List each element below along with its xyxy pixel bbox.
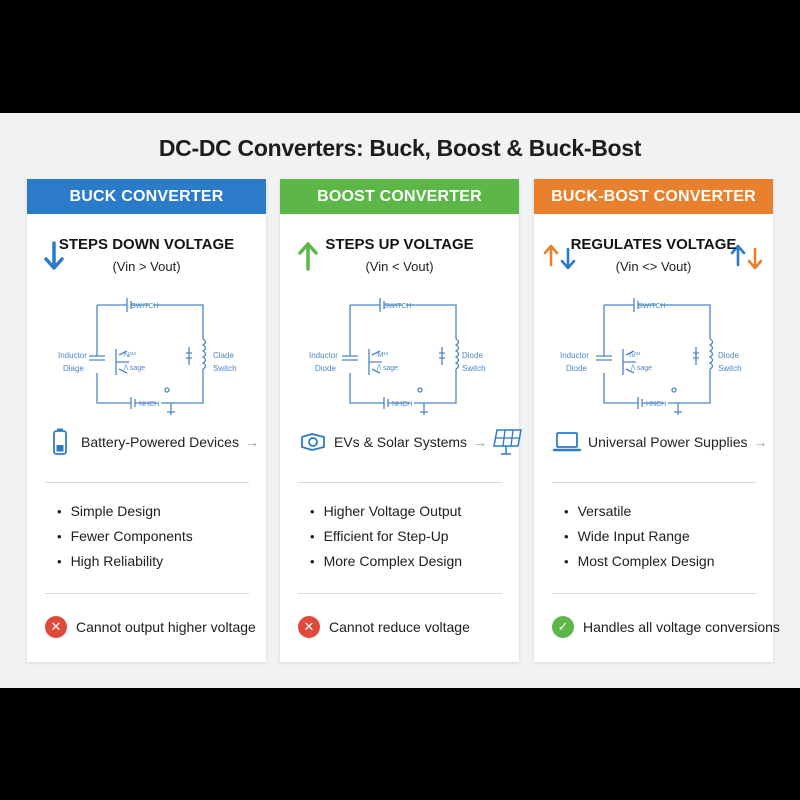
capacitor-label: Clade [213, 351, 234, 360]
switch-label: SWITCH [638, 303, 666, 310]
switch-label: SWITCH [131, 303, 159, 310]
card-headline: STEPS UP VOLTAGE [325, 236, 474, 253]
divider [45, 593, 249, 594]
diode-label: Diode [566, 364, 587, 373]
application-label: Universal Power Supplies [588, 434, 748, 450]
feature-item: Efficient for Step-Up [310, 524, 462, 549]
feature-item: High Reliability [57, 549, 193, 574]
battery-icon [53, 428, 67, 455]
inductor-label: Inductor [560, 351, 589, 360]
switch-label: Switch [462, 364, 486, 373]
voltage-relation: (Vin <> Vout) [615, 259, 692, 274]
switch-label: SWITCH [384, 303, 412, 310]
laptop-icon [552, 432, 582, 452]
card-headline: STEPS DOWN VOLTAGE [58, 236, 235, 253]
application-label: EVs & Solar Systems [334, 434, 468, 450]
divider [552, 482, 756, 483]
check-circle-icon: ✓ [552, 616, 574, 638]
transistor-label: HNCH [646, 401, 666, 408]
application-label: Battery-Powered Devices [81, 434, 239, 450]
voltage-relation: (Vin < Vout) [365, 259, 434, 274]
verdict-row: ✓ Handles all voltage conversions [552, 616, 780, 638]
circuit-diagram: SWITCH Inductor Diage N/³³ /\ sage Clade… [58, 298, 237, 415]
switch-label: Switch [718, 364, 742, 373]
verdict-row: ✕ Cannot reduce voltage [298, 616, 470, 638]
arrows-up-down-icon [543, 244, 576, 270]
feature-list: Simple Design Fewer Components High Reli… [57, 499, 193, 574]
divider [298, 482, 502, 483]
card-headline: REGULATES VOLTAGE [570, 236, 737, 253]
transistor-label: NHCH [392, 401, 412, 408]
voltage-relation: (Vin > Vout) [112, 259, 181, 274]
application-row: Universal Power Supplies → [552, 427, 768, 457]
arrow-down-icon [44, 241, 64, 270]
diode-label: Diode [718, 351, 739, 360]
divider [45, 482, 249, 483]
component-label: /\ sage [631, 365, 652, 372]
x-circle-icon: ✕ [45, 616, 67, 638]
ev-icon [301, 433, 325, 451]
arrow-up-icon [298, 242, 318, 271]
verdict-text: Cannot reduce voltage [329, 619, 470, 635]
card-header: BUCK-BOST CONVERTER [534, 179, 773, 214]
feature-list: Higher Voltage Output Efficient for Step… [310, 499, 463, 574]
arrow-right-icon: → [753, 434, 768, 450]
verdict-text: Cannot output higher voltage [76, 619, 256, 635]
arrows-up-down-icon [730, 244, 763, 270]
page-title: DC-DC Converters: Buck, Boost & Buck-Bos… [158, 135, 642, 161]
component-label: /\ sage [124, 365, 145, 372]
transistor-label: NHCH [139, 401, 159, 408]
circuit-diagram: SWITCH Inductor Diode ·M³³ /\ sage Diode… [309, 298, 486, 415]
arrow-right-icon: → [244, 434, 259, 450]
feature-item: Wide Input Range [564, 524, 715, 549]
card-header: BUCK CONVERTER [27, 179, 266, 214]
x-circle-icon: ✕ [298, 616, 320, 638]
diode-label: Diode [462, 351, 483, 360]
feature-item: More Complex Design [310, 549, 463, 574]
arrow-right-icon: → [473, 434, 488, 450]
component-label: N/³³ [124, 352, 136, 359]
feature-list: Versatile Wide Input Range Most Complex … [564, 499, 715, 574]
diode-label: Diage [63, 364, 84, 373]
circuit-diagram: SWITCH Inductor Diode IV³³ /\ sage Diode… [560, 298, 742, 415]
feature-item: Simple Design [57, 499, 193, 524]
verdict-text: Handles all voltage conversions [583, 619, 780, 635]
buck-converter-card: BUCK CONVERTER STEPS DOWN VOLTAGE (Vin >… [27, 179, 266, 662]
component-label: IV³³ [629, 352, 641, 359]
boost-converter-card: BOOST CONVERTER STEPS UP VOLTAGE (Vin < … [280, 179, 522, 662]
inductor-label: Inductor [58, 351, 87, 360]
buck-boost-converter-card: BUCK-BOST CONVERTER REGULATES VOLTAGE (V… [534, 179, 780, 662]
diode-label: Diode [315, 364, 336, 373]
component-label: ·M³³ [375, 352, 388, 359]
feature-item: Higher Voltage Output [310, 499, 462, 524]
feature-item: Most Complex Design [564, 549, 715, 574]
divider [552, 593, 756, 594]
feature-item: Fewer Components [57, 524, 193, 549]
infographic-slide: DC-DC Converters: Buck, Boost & Buck-Bos… [0, 113, 800, 688]
feature-item: Versatile [564, 499, 715, 524]
inductor-label: Inductor [309, 351, 338, 360]
divider [298, 593, 502, 594]
application-row: Battery-Powered Devices → [45, 427, 259, 457]
solar-panel-icon [493, 429, 522, 455]
application-row: EVs & Solar Systems → [298, 427, 522, 457]
card-header: BOOST CONVERTER [280, 179, 519, 214]
component-label: /\ sage [377, 365, 398, 372]
verdict-row: ✕ Cannot output higher voltage [45, 616, 256, 638]
switch-label: Switch [213, 364, 237, 373]
